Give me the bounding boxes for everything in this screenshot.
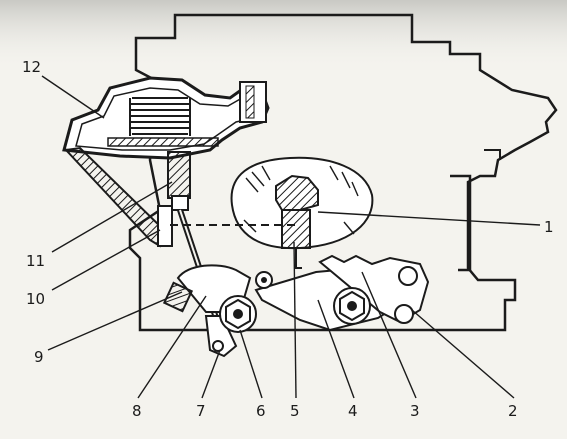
lever-hole-lower [394,304,414,324]
callout-11: 11 [26,252,45,270]
leader-4 [317,299,355,399]
callout-1: 1 [544,218,554,236]
housing-step-top [484,149,501,160]
bracket-foot [157,205,173,247]
leader-3 [361,271,417,399]
diaphragm-spring [129,97,191,136]
leader-2 [411,309,515,399]
callout-8: 8 [132,402,142,420]
main-nut-center [347,301,357,311]
leader-10 [51,229,161,291]
callout-7: 7 [196,402,206,420]
leader-7 [201,349,221,399]
scan-shading [0,0,567,70]
adjuster-block [162,281,194,313]
housing-step [450,174,472,272]
leader-lines [41,75,541,399]
vacuum-nipple-bore [245,85,255,119]
push-rod-sleeve [167,151,191,199]
carburetor-housing [128,13,558,332]
callout-9: 9 [34,348,44,366]
diaphragm-plate [107,137,219,147]
leader-1 [317,211,541,226]
valve-hook [295,248,302,269]
leader-11 [51,181,173,253]
lever-hole-upper [398,266,418,286]
leader-5 [293,241,297,399]
leader-12 [41,75,105,119]
callout-labels: 12 11 10 9 8 7 6 5 4 3 2 1 [22,58,554,420]
callout-2: 2 [508,402,518,420]
callout-5: 5 [290,402,300,420]
callout-12: 12 [22,58,41,76]
valve-stem [281,209,311,249]
callout-6: 6 [256,402,266,420]
axle-center [233,309,243,319]
link-pivot-center [261,277,267,283]
leader-6 [239,329,263,399]
push-rod-collar [171,195,189,211]
callout-4: 4 [348,402,358,420]
throttle-valve [275,174,319,211]
leader-8 [137,295,207,399]
callout-10: 10 [26,290,45,308]
callout-3: 3 [410,402,420,420]
leader-9 [47,291,183,351]
lever-pin [212,340,224,352]
